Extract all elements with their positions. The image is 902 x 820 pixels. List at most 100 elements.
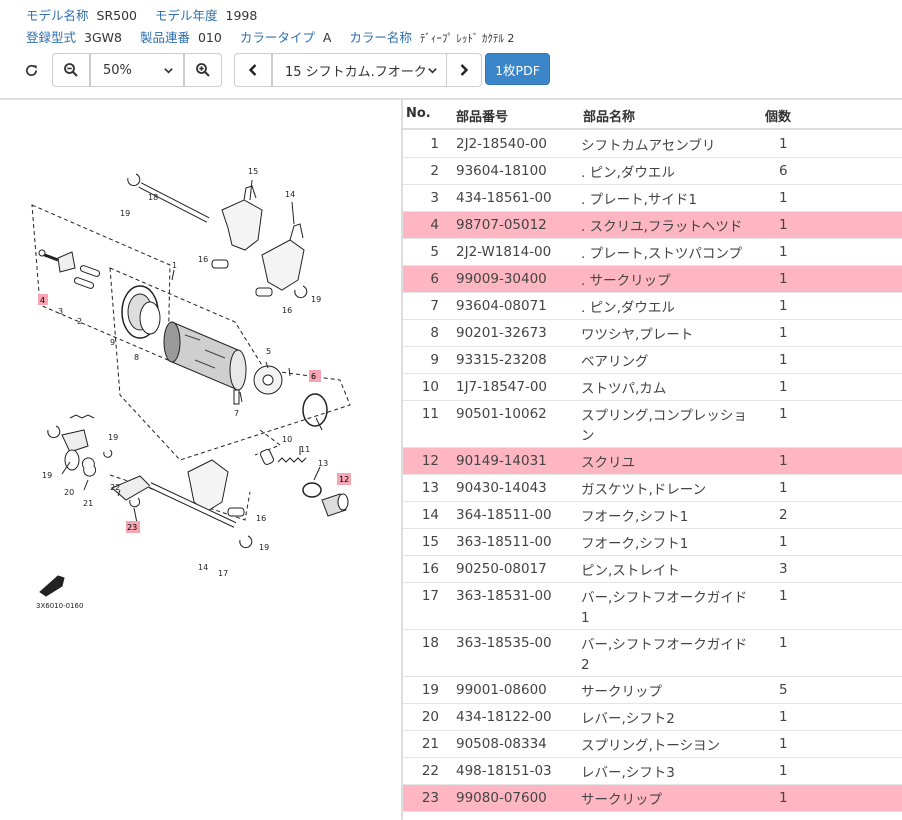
refresh-button[interactable] xyxy=(16,53,46,87)
shift-fork-14-lower xyxy=(187,459,229,513)
pane-divider xyxy=(401,100,403,820)
part-no-cell: 21 xyxy=(421,736,439,752)
callout-4[interactable]: 4 xyxy=(40,296,45,305)
shift-cam-drum xyxy=(171,321,239,391)
next-page-button[interactable] xyxy=(446,53,482,87)
part-code-cell: 90201-32673 xyxy=(456,325,547,341)
part-no-cell: 4 xyxy=(430,217,439,233)
part-no-cell: 20 xyxy=(421,709,439,725)
highlighted-callouts: 4 6 12 23 xyxy=(38,294,351,533)
callout-22: 22 xyxy=(110,483,120,492)
part-qty-cell: 5 xyxy=(779,682,788,698)
part-code-cell: 90250-08017 xyxy=(456,561,547,577)
part-no-cell: 16 xyxy=(421,561,439,577)
part-name-cell: シフトカムアセンブリ xyxy=(581,138,716,154)
part-name-cell: . スクリユ,フラットヘツド xyxy=(581,219,743,235)
callout-11: 11 xyxy=(300,445,310,454)
part-code-cell: 90149-14031 xyxy=(456,453,547,469)
part-name-cell: . ピン,ダウエル xyxy=(581,165,675,181)
part-code-cell: 364-18511-00 xyxy=(456,507,552,523)
callout-12[interactable]: 12 xyxy=(339,475,349,484)
callout-20: 20 xyxy=(64,488,74,497)
part-no-cell: 12 xyxy=(421,453,439,469)
shift-fork-14-upper xyxy=(261,239,305,291)
part-name-cell: サークリップ xyxy=(581,792,662,808)
circlip-23 xyxy=(129,497,141,508)
zoom-in-button[interactable] xyxy=(184,53,222,87)
circlip-19d xyxy=(239,535,253,549)
part-code-cell: 99080-07600 xyxy=(456,790,547,806)
pin-16c xyxy=(227,507,245,517)
reg-type-value: 3GW8 xyxy=(84,30,122,45)
circlip-19b xyxy=(294,285,308,299)
part-code-cell: 93315-23208 xyxy=(456,352,547,368)
part-name-cell: フオーク,シフト1 xyxy=(581,509,689,525)
callout-23[interactable]: 23 xyxy=(127,523,137,532)
chevron-left-icon xyxy=(248,64,257,76)
part-name-cell: サークリップ xyxy=(581,684,662,700)
prev-page-button[interactable] xyxy=(234,53,272,87)
callout-19a: 19 xyxy=(120,209,130,218)
circlip-19a xyxy=(127,173,141,187)
circlip-6 xyxy=(302,393,328,427)
part-name-cell: ピン,ストレイト xyxy=(581,563,680,579)
cam-stopper-10 xyxy=(259,449,275,465)
part-name-cell: レバー,シフト2 xyxy=(581,711,675,727)
part-qty-cell: 1 xyxy=(779,190,788,206)
single-page-pdf-button[interactable]: 1枚PDF xyxy=(485,53,550,85)
callout-19d: 19 xyxy=(108,433,118,442)
part-qty-cell: 1 xyxy=(779,406,788,422)
callout-16a: 16 xyxy=(198,255,208,264)
chevron-down-icon xyxy=(428,68,437,74)
part-no-cell: 14 xyxy=(421,507,439,523)
callout-18: 18 xyxy=(148,193,158,202)
callout-21: 21 xyxy=(83,499,93,508)
color-name-value: ﾃﾞｨｰﾌﾟ ﾚｯﾄﾞ ｶｸﾃﾙ 2 xyxy=(419,32,515,45)
model-name-value: SR500 xyxy=(96,8,137,23)
callout-16c: 16 xyxy=(256,514,266,523)
model-name-label: モデル名称 xyxy=(26,8,89,23)
zoom-out-button[interactable] xyxy=(52,53,90,87)
callout-6[interactable]: 6 xyxy=(311,372,316,381)
parts-diagram: 1 2 3 5 7 8 9 10 11 13 14 14 15 16 16 16… xyxy=(0,100,401,820)
part-qty-cell: 6 xyxy=(779,163,788,179)
callout-5: 5 xyxy=(266,347,271,356)
part-qty-cell: 1 xyxy=(779,763,788,779)
part-qty-cell: 1 xyxy=(779,325,788,341)
page-select[interactable]: 15 シフトカム.フオーク xyxy=(272,53,448,87)
callout-1: 1 xyxy=(172,261,177,270)
callout-14b: 14 xyxy=(198,563,208,572)
part-code-cell: 90501-10062 xyxy=(456,406,547,422)
side-plate-3 xyxy=(57,251,76,273)
part-no-cell: 15 xyxy=(421,534,439,550)
part-no-cell: 6 xyxy=(430,271,439,287)
part-qty-cell: 1 xyxy=(779,379,788,395)
part-code-cell: 434-18122-00 xyxy=(456,709,552,725)
zoom-select[interactable]: 50% xyxy=(90,53,184,87)
